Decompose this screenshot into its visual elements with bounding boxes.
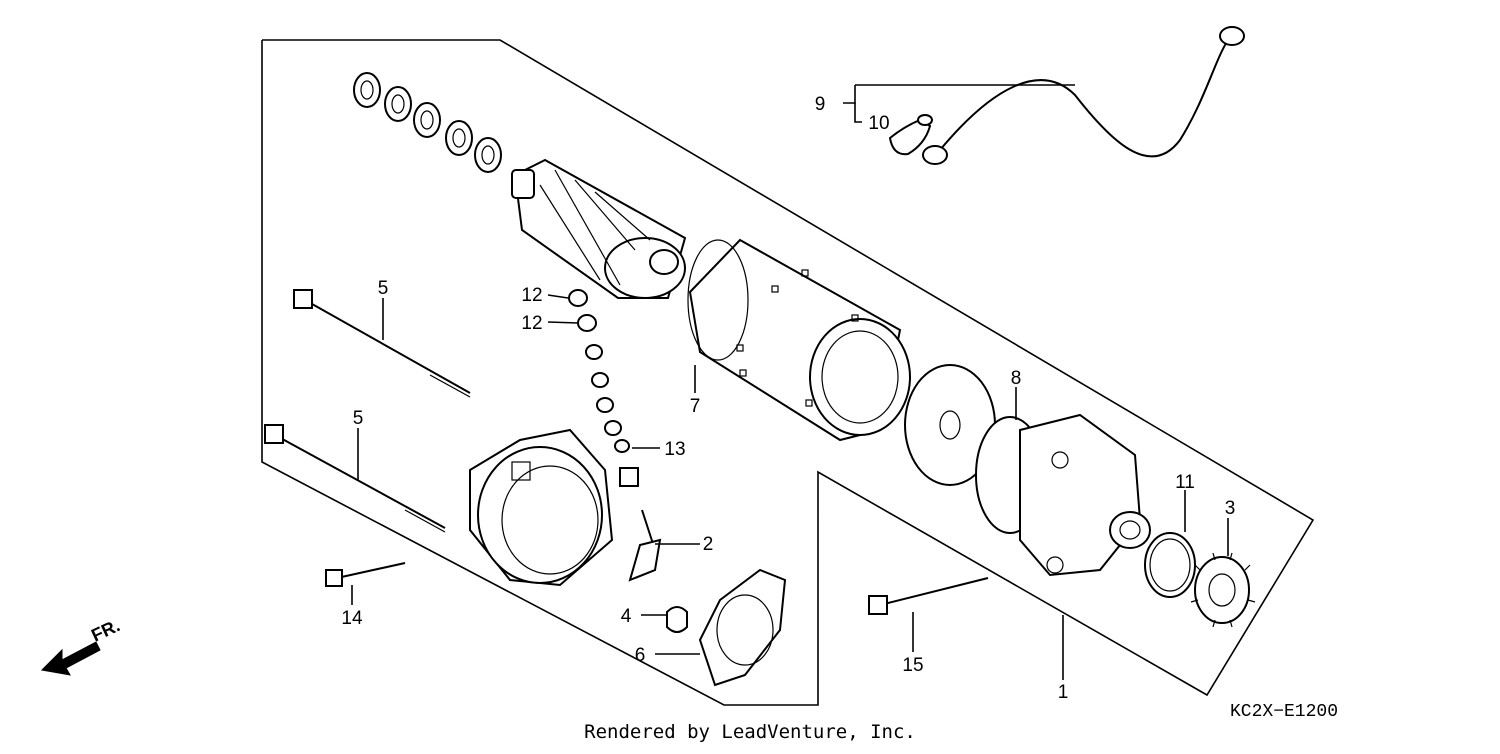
- render-credit: Rendered by LeadVenture, Inc.: [584, 721, 916, 743]
- callout-3: 3: [1225, 498, 1236, 519]
- diagram-code: KC2X−E1200: [1230, 702, 1338, 722]
- brush-terminal: [628, 509, 662, 582]
- brush-holder: [698, 568, 787, 687]
- callout-labels: 1 2 3 4 5 5 6 7 8 9 10 11 12 12 13 14 15: [341, 94, 1235, 703]
- pinion-gear: [1190, 552, 1256, 628]
- starter-cable: [922, 26, 1245, 165]
- o-ring: [1144, 532, 1196, 598]
- callout-2: 2: [703, 534, 714, 555]
- rear-cover: [469, 428, 614, 587]
- bolt-15: [868, 577, 989, 615]
- callout-4: 4: [621, 606, 632, 627]
- direction-label: FR.: [88, 615, 123, 645]
- front-arrow-icon: [40, 641, 101, 676]
- callout-7: 7: [690, 396, 701, 417]
- terminal-cap: [888, 114, 933, 156]
- callout-10: 10: [868, 113, 889, 134]
- assembly-outline: [261, 39, 1315, 706]
- washer-stack: [353, 72, 502, 173]
- bolt-14: [325, 562, 406, 587]
- callout-6: 6: [635, 645, 646, 666]
- callout-13: 13: [664, 439, 685, 460]
- front-cover: [975, 413, 1151, 577]
- callout-14: 14: [341, 608, 363, 629]
- leader-lines: [351, 84, 1229, 680]
- callout-1: 1: [1058, 682, 1069, 703]
- callout-12-lower: 12: [521, 313, 542, 334]
- front-direction-indicator: FR.: [40, 615, 123, 676]
- long-bolts: [264, 289, 471, 533]
- callout-9: 9: [815, 94, 826, 115]
- terminal-nuts-washers: [568, 289, 639, 487]
- armature: [511, 158, 687, 299]
- callout-15: 15: [902, 655, 923, 676]
- callout-5-lower: 5: [353, 408, 364, 429]
- yoke-housing: [687, 238, 911, 442]
- callout-11: 11: [1175, 472, 1195, 493]
- callout-5-upper: 5: [378, 278, 389, 299]
- callout-8: 8: [1011, 368, 1022, 389]
- callout-12-upper: 12: [521, 285, 542, 306]
- spring-clip: [666, 606, 688, 633]
